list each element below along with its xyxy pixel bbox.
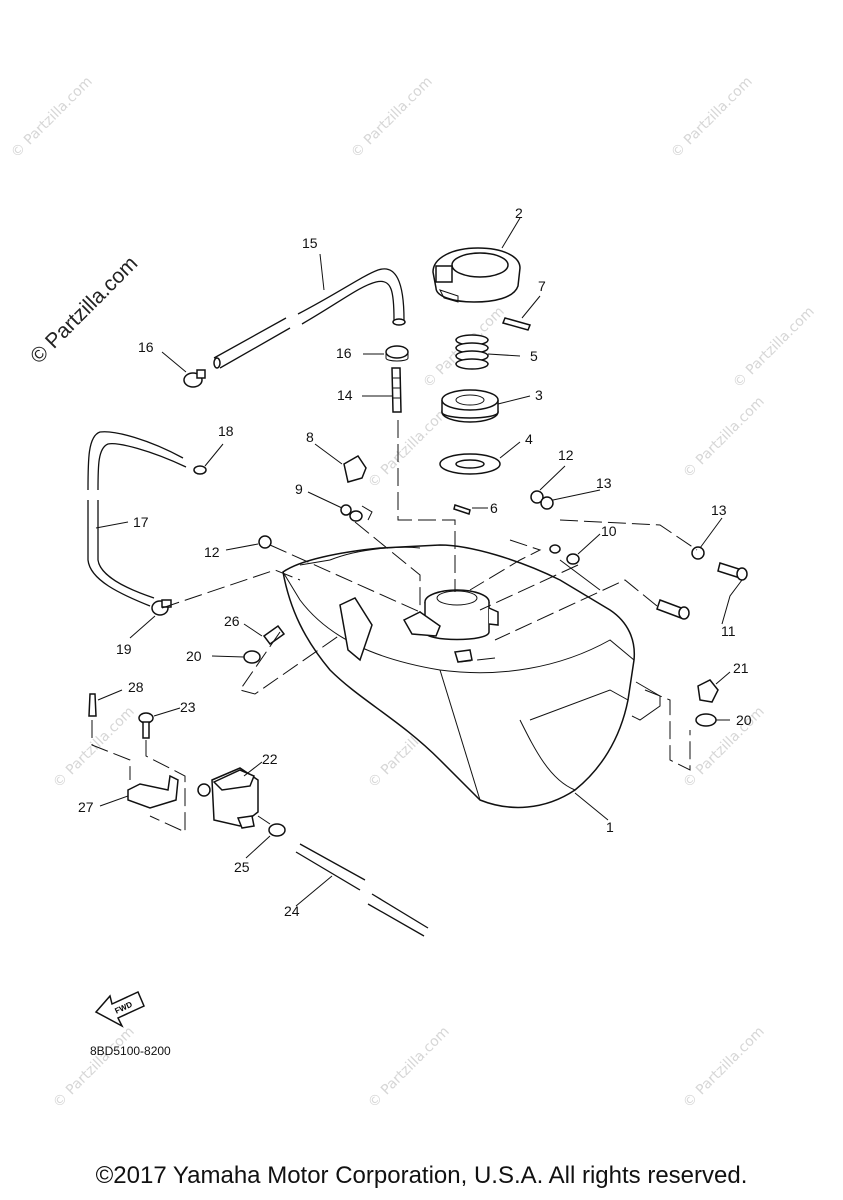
bolt-upper: [717, 562, 748, 581]
bolt-lower: [656, 599, 690, 620]
callout-1: 1: [606, 819, 614, 835]
callout-4: 4: [525, 431, 533, 447]
callout-6: 6: [490, 500, 498, 516]
dashed-connectors: [91, 420, 698, 833]
hose-clamp-left: [183, 369, 206, 388]
hose: [87, 431, 187, 607]
washer-left: [540, 496, 554, 510]
callout-18: 18: [218, 423, 234, 439]
clip-9: [340, 504, 373, 522]
callout-24: 24: [284, 903, 300, 919]
rivet-28: [88, 693, 97, 717]
breather-hose: [213, 268, 406, 369]
copyright-notice: ©2017 Yamaha Motor Corporation, U.S.A. A…: [95, 1162, 748, 1189]
callout-8: 8: [306, 429, 314, 445]
washer-20-left: [243, 650, 261, 664]
callout-15: 15: [302, 235, 318, 251]
callout-12-right: 12: [558, 447, 574, 463]
callout-17: 17: [133, 514, 149, 530]
fuel-tank: [282, 544, 661, 809]
callout-23: 23: [180, 699, 196, 715]
callout-28: 28: [128, 679, 144, 695]
callout-7: 7: [538, 278, 546, 294]
callout-2: 2: [515, 205, 523, 221]
callout-numbers: 1 2 3 4 5 6 7 8 9 10 11 12 12 13 13 14 1…: [78, 205, 752, 919]
callout-9: 9: [295, 481, 303, 497]
hose-clamp-right: [385, 345, 409, 362]
small-pin: [453, 504, 471, 515]
washer-20-right: [695, 713, 717, 727]
gasket: [439, 453, 501, 475]
callout-13-left: 13: [596, 475, 612, 491]
callout-22: 22: [262, 751, 278, 767]
clamp-18: [193, 465, 207, 475]
grommet-left: [258, 535, 272, 549]
callout-10: 10: [601, 523, 617, 539]
bolt-26: [262, 624, 286, 646]
callout-27: 27: [78, 799, 94, 815]
fuel-hose: [295, 843, 429, 937]
collar-10: [549, 544, 580, 565]
grommet-right: [530, 490, 544, 504]
callout-16-right: 16: [336, 345, 352, 361]
diagram-code: 8BD5100-8200: [90, 1044, 171, 1058]
callout-16-left: 16: [138, 339, 154, 355]
callout-25: 25: [234, 859, 250, 875]
callout-26: 26: [224, 613, 240, 629]
forward-arrow-icon: FWD: [94, 990, 145, 1028]
callout-19: 19: [116, 641, 132, 657]
leader-lines: [95, 217, 743, 907]
nut-21: [697, 679, 719, 703]
spring: [455, 334, 489, 370]
washer-right: [691, 546, 705, 560]
callout-12-left: 12: [204, 544, 220, 560]
bracket-8: [343, 455, 367, 483]
callout-14: 14: [337, 387, 353, 403]
callout-13-right: 13: [711, 502, 727, 518]
cap-seal: [441, 389, 499, 423]
bolt-23: [138, 712, 154, 739]
callout-3: 3: [535, 387, 543, 403]
clamp-19: [151, 599, 172, 616]
pin: [501, 317, 532, 331]
clamp-25: [268, 823, 286, 837]
callout-11: 11: [721, 623, 736, 639]
fuel-cap: [432, 247, 521, 303]
callout-21: 21: [733, 660, 749, 676]
callout-20-left: 20: [186, 648, 202, 664]
callout-5: 5: [530, 348, 538, 364]
fuel-cock: [197, 767, 259, 829]
callout-20-right: 20: [736, 712, 752, 728]
breather-fitting: [391, 367, 402, 413]
bracket-27: [127, 774, 179, 809]
